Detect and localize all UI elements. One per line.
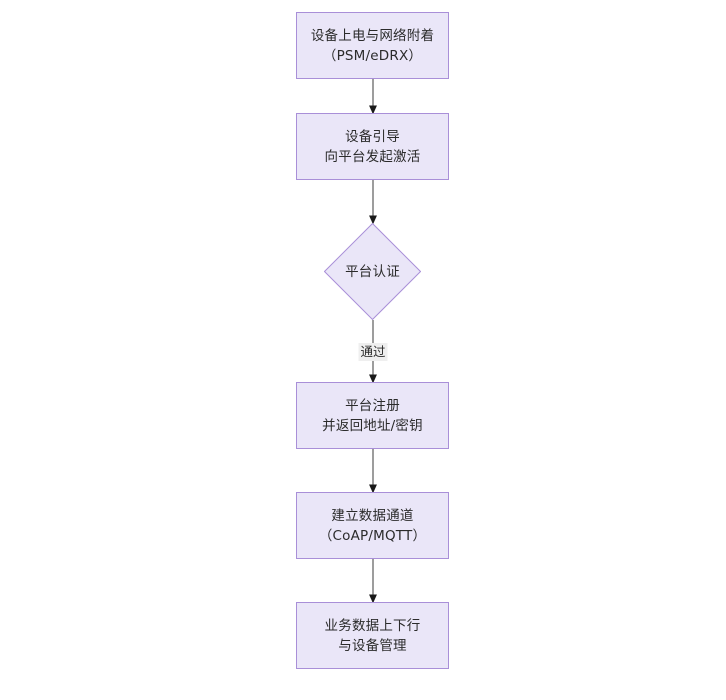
flow-node-process[interactable]: 平台注册并返回地址/密钥 [296,382,449,449]
flow-node-label-line: 设备引导 [345,128,400,145]
flow-node-label-line: 建立数据通道 [331,507,414,524]
flow-node-label-line: 并返回地址/密钥 [322,417,423,434]
flow-node-process[interactable]: 业务数据上下行与设备管理 [296,602,449,669]
flow-edge-label: 通过 [358,343,388,361]
flow-node-process[interactable]: 设备上电与网络附着 （PSM/eDRX） [296,12,449,79]
flow-node-label-line: （CoAP/MQTT） [318,527,427,544]
flow-node-process[interactable]: 设备引导向平台发起激活 [296,113,449,180]
diamond-shape [324,223,421,320]
flow-node-label-line: 平台注册 [345,397,400,414]
flow-node-label-line: 业务数据上下行 [324,617,421,634]
flow-node-decision[interactable]: 平台认证 [324,223,421,320]
flow-node-label: 平台认证 [345,263,400,280]
flow-node-label-line: （PSM/eDRX） [322,47,423,64]
flow-node-process[interactable]: 建立数据通道 （CoAP/MQTT） [296,492,449,559]
flow-node-label-line: 向平台发起激活 [324,148,421,165]
flow-node-label-line: 与设备管理 [338,637,407,654]
flow-node-label-line: 设备上电与网络附着 [310,27,435,44]
